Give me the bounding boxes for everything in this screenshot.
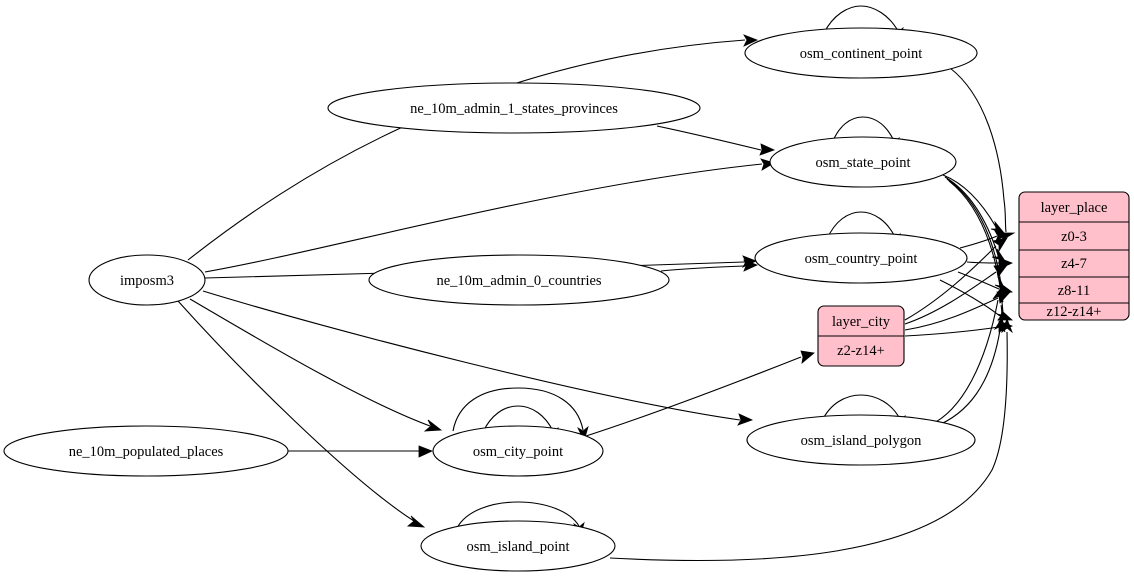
record-node-layer_city[interactable]: layer_city z2-z14+ xyxy=(817,305,905,367)
node-ne_10m_populated_places[interactable]: ne_10m_populated_places xyxy=(3,425,289,477)
record-layer_place-row-z4-7[interactable]: z4-7 xyxy=(1061,256,1087,272)
node-ne_states-label: ne_10m_admin_1_states_provinces xyxy=(410,101,618,117)
record-layer_place-title: layer_place xyxy=(1041,200,1108,216)
edge-imposm3-to-osm_island_point xyxy=(177,300,426,528)
node-osm_island_point-label: osm_island_point xyxy=(466,539,569,555)
record-layer_place-row-z12-z14[interactable]: z12-z14+ xyxy=(1047,304,1102,320)
edge-layer_city-to-layer_place-z8-11 xyxy=(904,291,1011,331)
edge-osm_city_point-to-layer_city xyxy=(582,350,815,438)
edge-ne_populated-to-osm_city_point xyxy=(288,445,434,458)
node-osm_state_point[interactable]: osm_state_point xyxy=(769,136,957,188)
record-layer_city-row-z2-z14[interactable]: z2-z14+ xyxy=(837,343,885,359)
node-ne_10m_admin_0_countries[interactable]: ne_10m_admin_0_countries xyxy=(368,254,670,306)
edge-osm_continent_point-to-layer_place-z0-3 xyxy=(949,67,1016,241)
edge-osm_island_polygon-to-layer_place-z12-z14+ xyxy=(933,316,1006,428)
node-imposm3[interactable]: imposm3 xyxy=(88,254,206,306)
edge-osm_country_point-to-layer_place-z12-z14+ xyxy=(939,279,1014,321)
node-osm_state_point-label: osm_state_point xyxy=(815,155,910,171)
edge-imposm3-to-osm_continent_point xyxy=(187,34,759,261)
edge-imposm3-to-osm_island_polygon xyxy=(202,290,754,426)
node-osm_country_point-label: osm_country_point xyxy=(805,251,918,267)
node-osm_island_point[interactable]: osm_island_point xyxy=(420,520,616,572)
edge-imposm3-to-osm_city_point xyxy=(189,298,443,432)
node-osm_country_point[interactable]: osm_country_point xyxy=(754,232,968,284)
node-osm_island_polygon[interactable]: osm_island_polygon xyxy=(746,414,976,466)
edge-ne_states-to-osm_state_point xyxy=(656,125,776,156)
node-osm_continent_point[interactable]: osm_continent_point xyxy=(744,27,978,79)
edge-osm_island_polygon-to-layer_place-z8-11 xyxy=(929,286,1004,426)
node-osm_city_point[interactable]: osm_city_point xyxy=(432,425,604,477)
record-node-layer_place[interactable]: layer_place z0-3 z4-7 z8-11 z12-z14+ xyxy=(1018,191,1130,321)
edge-layer_city-to-layer_place-z0-3 xyxy=(904,237,1008,321)
edge-layer_city-to-layer_place-z4-7 xyxy=(904,264,1008,325)
node-osm_island_polygon-label: osm_island_polygon xyxy=(801,433,923,449)
edge-ne_countries-to-osm_country_point xyxy=(660,259,759,272)
node-ne_10m_admin_1_states_provinces[interactable]: ne_10m_admin_1_states_provinces xyxy=(327,82,701,134)
node-imposm3-label: imposm3 xyxy=(120,273,174,289)
node-osm_city_point-label: osm_city_point xyxy=(473,444,563,460)
node-ne_countries-label: ne_10m_admin_0_countries xyxy=(436,273,601,289)
node-osm_continent_point-label: osm_continent_point xyxy=(800,46,922,62)
edge-layer_city-to-layer_place-z12-z14+ xyxy=(904,320,1014,337)
node-ne_populated-label: ne_10m_populated_places xyxy=(69,444,224,460)
node-layer: imposm3 ne_10m_admin_1_states_provinces … xyxy=(3,27,978,572)
edge-osm_state_point-to-layer_place-z8-11 xyxy=(946,178,1006,291)
record-layer_place-row-z8-11[interactable]: z8-11 xyxy=(1058,283,1090,299)
record-layer_place-row-z0-3[interactable]: z0-3 xyxy=(1061,229,1087,245)
record-layer_city-title: layer_city xyxy=(832,314,891,330)
